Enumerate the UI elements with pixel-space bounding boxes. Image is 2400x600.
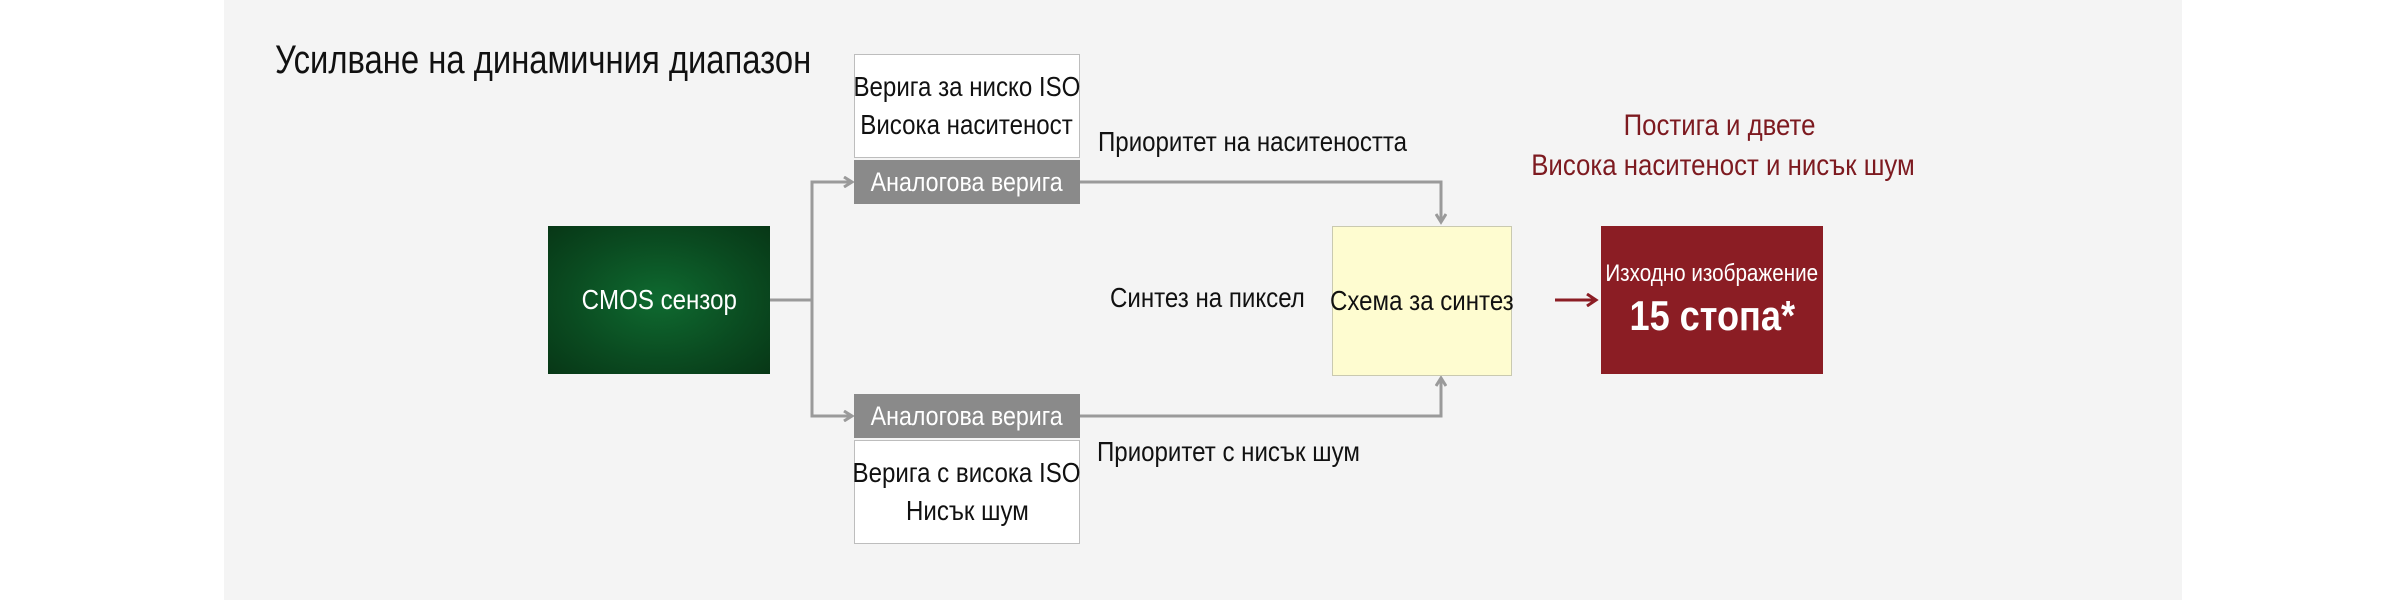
high-iso-chain-line2: Нисък шум (905, 495, 1029, 526)
high-iso-chain-box: Верига с висока ISO Нисък шум (853, 440, 1081, 544)
achieves-both-line1: Постига и двете (1624, 109, 1816, 142)
cmos-sensor-box: CMOS сензор (548, 226, 770, 374)
split-line-down (810, 300, 852, 416)
bottom-to-synthesis-line (1080, 378, 1441, 418)
low-iso-chain-line2: Висока наситеност (860, 109, 1074, 140)
bottom-analog-chain-label: Аналогова верига (870, 400, 1063, 431)
synthesis-circuit-box: Схема за синтез (1330, 226, 1514, 376)
low-iso-chain-line1: Верига за ниско ISO (853, 71, 1081, 102)
achieves-both-line2: Висока наситеност и нисък шум (1531, 149, 1915, 182)
output-image-caption: Изходно изображение (1605, 260, 1819, 287)
output-image-box: Изходно изображение 15 стопа* (1601, 226, 1823, 374)
top-to-synthesis-line (1080, 180, 1441, 222)
output-stops-value: 15 стопа* (1629, 292, 1795, 339)
saturation-priority-label: Приоритет на наситеността (1098, 126, 1408, 157)
bottom-analog-chain-bar: Аналогова верига (854, 394, 1080, 438)
high-iso-chain-line1: Верига с висока ISO (853, 457, 1081, 488)
top-analog-chain-label: Аналогова верига (870, 166, 1063, 197)
low-noise-priority-label: Приоритет с нисък шум (1097, 436, 1360, 467)
low-iso-chain-box: Верига за ниско ISO Висока наситеност (854, 54, 1080, 158)
top-analog-chain-bar: Аналогова верига (854, 160, 1080, 204)
synthesis-circuit-label: Схема за синтез (1330, 285, 1514, 316)
split-line-up (810, 182, 852, 300)
page-title: Усилване на динамичния диапазон (275, 38, 812, 82)
pixel-synthesis-label: Синтез на пиксел (1110, 282, 1305, 313)
achieves-both-note: Постига и двете Висока наситеност и нисъ… (1500, 106, 1940, 186)
cmos-sensor-label: CMOS сензор (581, 284, 737, 315)
